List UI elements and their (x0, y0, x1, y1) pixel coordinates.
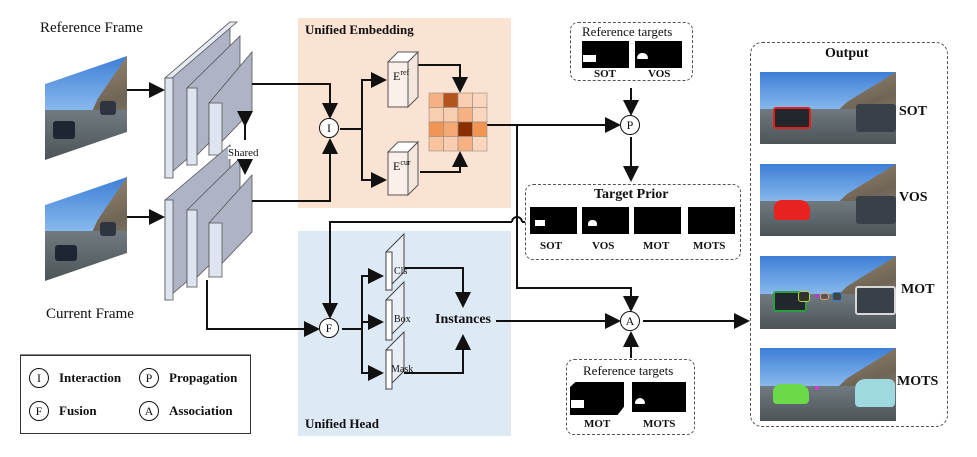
reference-targets-top-title: Reference targets (582, 24, 673, 39)
grid-cell (443, 121, 459, 137)
output-image-vos (760, 164, 896, 236)
grid-cell (428, 107, 444, 123)
propagation-node: P (620, 115, 640, 135)
legend-item-propagation: P Propagation (139, 368, 237, 388)
target-prior-label-sot: SOT (540, 240, 563, 252)
grid-cell (472, 92, 488, 108)
legend-item-interaction: I Interaction (29, 368, 121, 388)
sot-reference-mask (582, 41, 629, 68)
grid-cell (472, 121, 488, 137)
legend-symbol-association: A (139, 401, 159, 421)
output-label-mots: MOTS (897, 374, 939, 389)
shared-label: Shared (228, 147, 259, 159)
grid-cell (443, 136, 459, 152)
unified-head-title: Unified Head (305, 416, 380, 431)
branch-mask-label: Mask (391, 364, 414, 375)
unified-embedding-title: Unified Embedding (305, 22, 414, 37)
branch-box-label: Box (394, 314, 411, 325)
reference-targets-top: Reference targets SOT VOS (570, 22, 693, 81)
legend-symbol-propagation: P (139, 368, 159, 388)
output-box: Output SOT VOS MOT MOTS (750, 42, 948, 427)
grid-cell (443, 92, 459, 108)
legend-symbol-interaction: I (29, 368, 49, 388)
output-image-sot (760, 72, 896, 144)
reference-frame-label: Reference Frame (40, 20, 143, 36)
legend: I Interaction P Propagation F Fusion A A… (20, 355, 251, 434)
grid-cell (457, 136, 473, 152)
interaction-node: I (319, 118, 339, 138)
target-prior-mask-mot (634, 207, 681, 234)
e-cur-slab (386, 140, 420, 197)
output-label-mot: MOT (901, 282, 935, 297)
ref-top-label-vos: VOS (648, 68, 671, 80)
target-prior-mask-sot (530, 207, 577, 234)
head-slabs (385, 232, 405, 391)
backbone-current (164, 144, 253, 301)
legend-item-association: A Association (139, 401, 233, 421)
instances-label: Instances (435, 312, 492, 327)
mots-reference-mask (632, 382, 686, 412)
target-prior-title: Target Prior (594, 187, 669, 202)
ref-top-label-sot: SOT (594, 68, 617, 80)
legend-label-interaction: Interaction (59, 370, 122, 385)
target-prior-label-vos: VOS (592, 240, 615, 252)
output-image-mots (760, 348, 896, 421)
grid-cell (443, 107, 459, 123)
legend-symbol-fusion: F (29, 401, 49, 421)
grid-cell (457, 121, 473, 137)
association-node: A (620, 311, 640, 331)
output-label-sot: SOT (899, 104, 928, 119)
branch-cls-label: Cls (394, 266, 408, 277)
target-prior-mask-mots (688, 207, 735, 234)
legend-item-fusion: F Fusion (29, 401, 97, 421)
output-title: Output (825, 46, 869, 61)
legend-label-propagation: Propagation (169, 370, 238, 385)
target-prior-mask-vos (582, 207, 629, 234)
vos-reference-mask (635, 41, 682, 68)
grid-cell (457, 107, 473, 123)
target-prior-label-mots: MOTS (693, 240, 726, 252)
current-frame-label: Current Frame (46, 306, 134, 322)
grid-cell (428, 121, 444, 137)
mot-reference-mask (570, 382, 624, 415)
ref-bottom-label-mots: MOTS (643, 418, 676, 430)
correlation-grid (428, 92, 488, 152)
fusion-node: F (319, 318, 339, 338)
reference-targets-bottom: Reference targets MOT MOTS (566, 359, 695, 435)
grid-cell (428, 136, 444, 152)
grid-cell (472, 107, 488, 123)
grid-cell (428, 92, 444, 108)
ref-bottom-label-mot: MOT (584, 418, 611, 430)
e-cur-label: Ecur (393, 158, 411, 173)
target-prior-label-mot: MOT (643, 240, 670, 252)
legend-label-association: Association (169, 403, 233, 418)
e-ref-slab (386, 50, 420, 109)
legend-label-fusion: Fusion (59, 403, 97, 418)
output-label-vos: VOS (899, 190, 928, 205)
target-prior-box: Target Prior SOT VOS MOT MOTS (525, 184, 741, 260)
reference-targets-bottom-title: Reference targets (583, 363, 674, 378)
e-ref-label: Eref (393, 68, 410, 83)
grid-cell (457, 92, 473, 108)
output-image-mot (760, 256, 896, 329)
grid-cell (472, 136, 488, 152)
backbone-reference (163, 21, 253, 179)
reference-frame-image (45, 56, 127, 160)
